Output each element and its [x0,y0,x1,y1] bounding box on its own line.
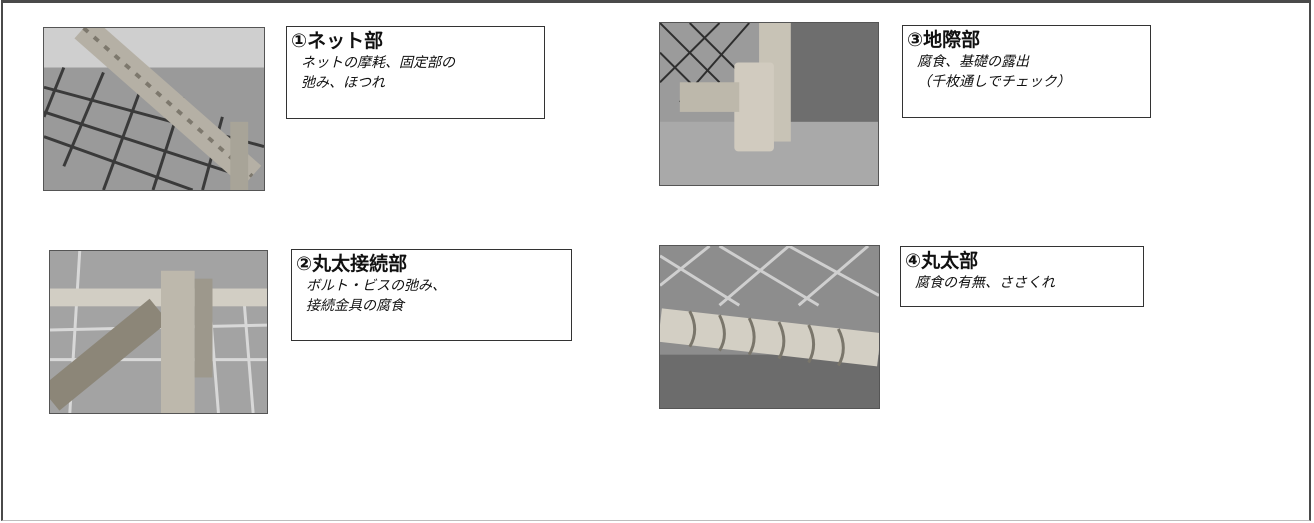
caption-log-rope: ④丸太部 腐食の有無、ささくれ [900,246,1144,307]
caption-post-base: ③地際部 腐食、基礎の露出 （千枚通しでチェック） [902,25,1151,118]
net-photo [43,27,265,191]
caption-title: ④丸太部 [905,250,979,272]
caption-log-joint: ②丸太接続部 ボルト・ビスの弛み、 接続金具の腐食 [291,249,572,341]
caption-line: 弛み、ほつれ [301,75,385,91]
log-rope-photo [659,245,880,409]
caption-line: （千枚通しでチェック） [917,74,1071,90]
caption-net: ①ネット部 ネットの摩耗、固定部の 弛み、ほつれ [286,26,545,119]
caption-line: 腐食、基礎の露出 [917,54,1029,70]
caption-title: ③地際部 [907,29,981,51]
caption-line: 接続金具の腐食 [306,298,404,314]
post-base-photo [659,22,879,186]
caption-line: 腐食の有無、ささくれ [915,275,1055,291]
caption-title: ①ネット部 [291,30,384,52]
log-joint-photo [49,250,268,414]
caption-line: ネットの摩耗、固定部の [301,55,455,71]
caption-title: ②丸太接続部 [296,253,408,275]
caption-line: ボルト・ビスの弛み、 [306,278,446,294]
